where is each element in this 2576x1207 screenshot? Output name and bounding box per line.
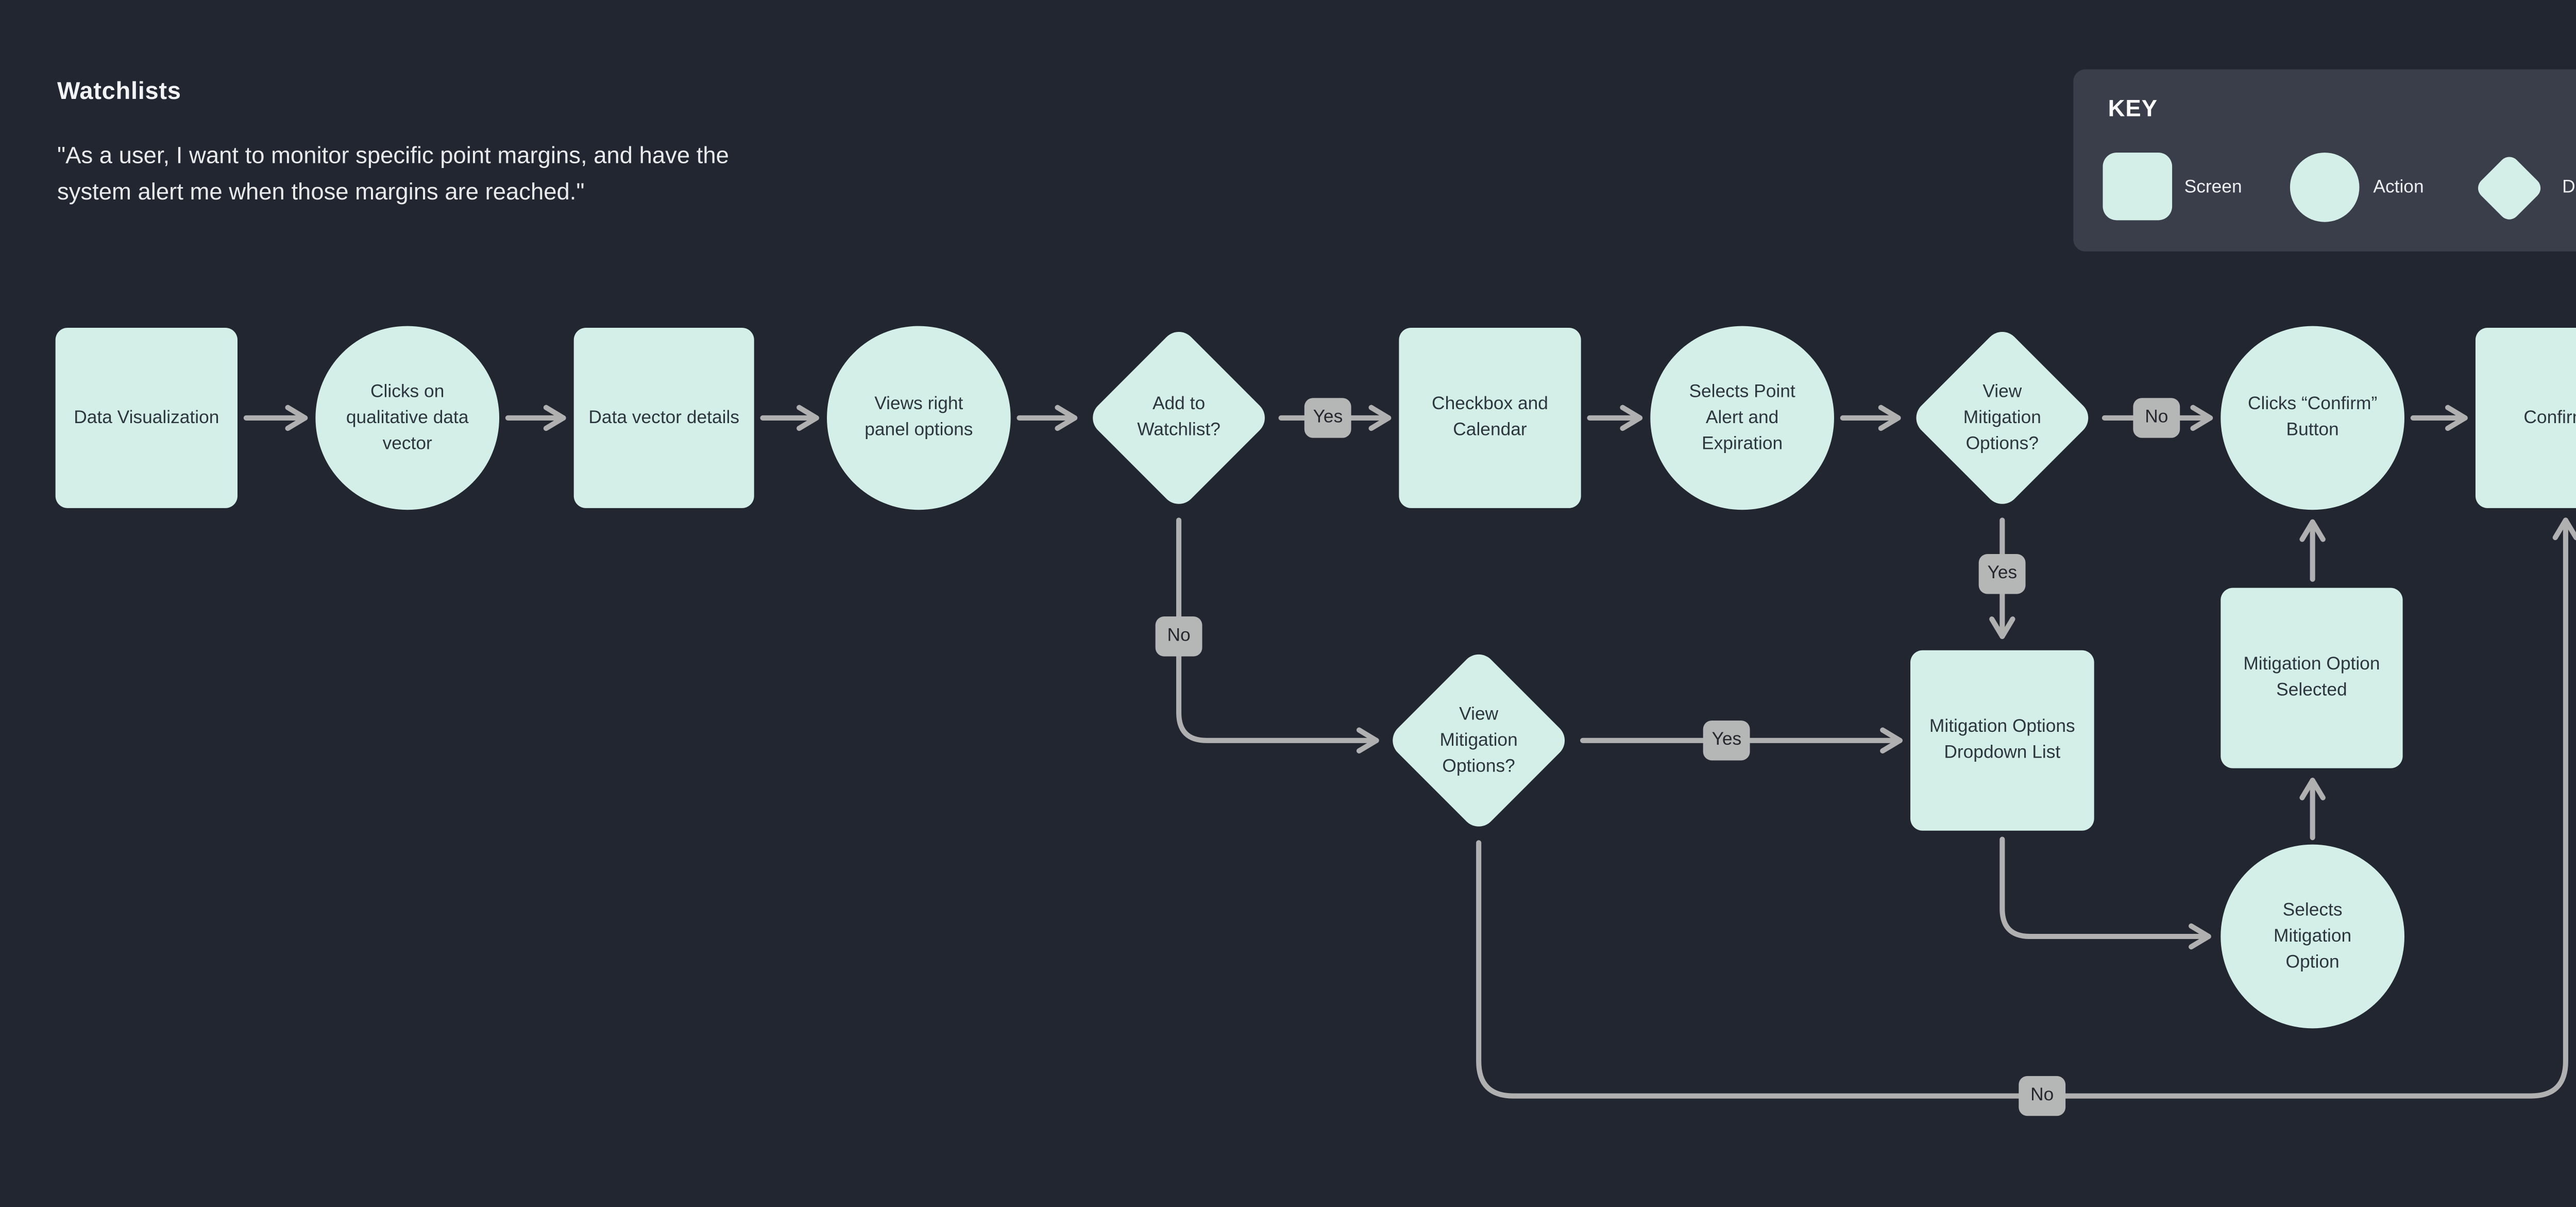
node-mitigation-options-dropdown-list: Mitigation Options Dropdown List bbox=[1910, 650, 2094, 831]
node-label: View Mitigation Options? bbox=[1439, 703, 1518, 776]
node-label: Selects Mitigation Option bbox=[2273, 899, 2352, 972]
screen-shape-swatch bbox=[2103, 153, 2173, 221]
screen-shape bbox=[55, 327, 238, 508]
node-label: Data vector details bbox=[588, 407, 740, 428]
edge-dropdown-to-selectsmit bbox=[1999, 836, 2211, 950]
node-clicks-on-qualitative-data-vector: Clicks on qualitative data vector bbox=[315, 326, 500, 510]
edge-label-no-3: No bbox=[1155, 616, 1202, 657]
node-selects-point-alert-and-expiration: Selects Point Alert and Expiration bbox=[1650, 326, 1834, 510]
node-add-to-watchlist: Add to Watchlist? bbox=[1085, 324, 1272, 511]
key-label-decision: Decision bbox=[2562, 177, 2576, 198]
screen-shape bbox=[1399, 327, 1581, 508]
node-label: Mitigation Option Selected bbox=[2243, 653, 2380, 701]
node-label: Checkbox and Calendar bbox=[1432, 393, 1548, 441]
node-label: Selects Point Alert and Expiration bbox=[1689, 380, 1795, 454]
edge-label-no-6: No bbox=[2019, 1076, 2066, 1116]
edge-addwatchlist-no-to-viewmit2 bbox=[1176, 517, 1379, 754]
node-view-mitigation-options-1: View Mitigation Options? bbox=[1909, 324, 2096, 511]
node-checkbox-and-calendar: Checkbox and Calendar bbox=[1399, 327, 1581, 508]
page-title: Watchlists bbox=[57, 76, 181, 104]
screen-shape bbox=[1910, 650, 2094, 831]
node-label: Clicks “Confirm” Button bbox=[2247, 393, 2378, 441]
node-clicks-confirm-button: Clicks “Confirm” Button bbox=[2221, 326, 2404, 510]
action-shape bbox=[315, 326, 500, 510]
node-label: Mitigation Options Dropdown List bbox=[1929, 716, 2075, 763]
node-mitigation-option-selected: Mitigation Option Selected bbox=[2221, 588, 2403, 768]
node-data-vector-details: Data vector details bbox=[573, 327, 754, 508]
key-label-action: Action bbox=[2373, 177, 2424, 198]
header: Watchlists "As a user, I want to monitor… bbox=[57, 76, 872, 210]
key-title: KEY bbox=[2108, 95, 2158, 122]
key-label-screen: Screen bbox=[2184, 177, 2242, 198]
node-view-mitigation-options-2: View Mitigation Options? bbox=[1385, 647, 1572, 834]
edge-label-yes-4: Yes bbox=[1978, 554, 2026, 594]
action-shape-swatch bbox=[2290, 153, 2360, 222]
action-shape bbox=[2221, 326, 2404, 510]
edge-label-yes-5: Yes bbox=[1703, 720, 1751, 761]
node-label: View Mitigation Options? bbox=[1963, 380, 2041, 454]
action-shape bbox=[2221, 844, 2404, 1029]
node-label: Views right panel options bbox=[865, 393, 973, 441]
node-label: Confirmed bbox=[2523, 407, 2576, 428]
screen-shape bbox=[573, 327, 754, 508]
node-selects-mitigation-option: Selects Mitigation Option bbox=[2221, 844, 2404, 1029]
action-shape bbox=[1650, 326, 1834, 510]
edge-label-no-2: No bbox=[2133, 398, 2180, 438]
node-label: Add to Watchlist? bbox=[1137, 393, 1221, 441]
node-label: Data Visualization bbox=[74, 407, 219, 428]
node-data-visualization: Data Visualization bbox=[55, 327, 238, 508]
user-story-quote: "As a user, I want to monitor specific p… bbox=[57, 142, 729, 205]
node-views-right-panel-options: Views right panel options bbox=[827, 326, 1011, 510]
screen-shape bbox=[2475, 327, 2576, 508]
node-confirmed: Confirmed bbox=[2475, 327, 2576, 508]
screen-shape bbox=[2221, 588, 2403, 768]
node-label: Clicks on qualitative data vector bbox=[346, 380, 469, 454]
key-panel: KEY Screen Action Decision bbox=[2073, 69, 2576, 252]
edge-label-yes-1: Yes bbox=[1304, 398, 1352, 438]
action-shape bbox=[827, 326, 1011, 510]
